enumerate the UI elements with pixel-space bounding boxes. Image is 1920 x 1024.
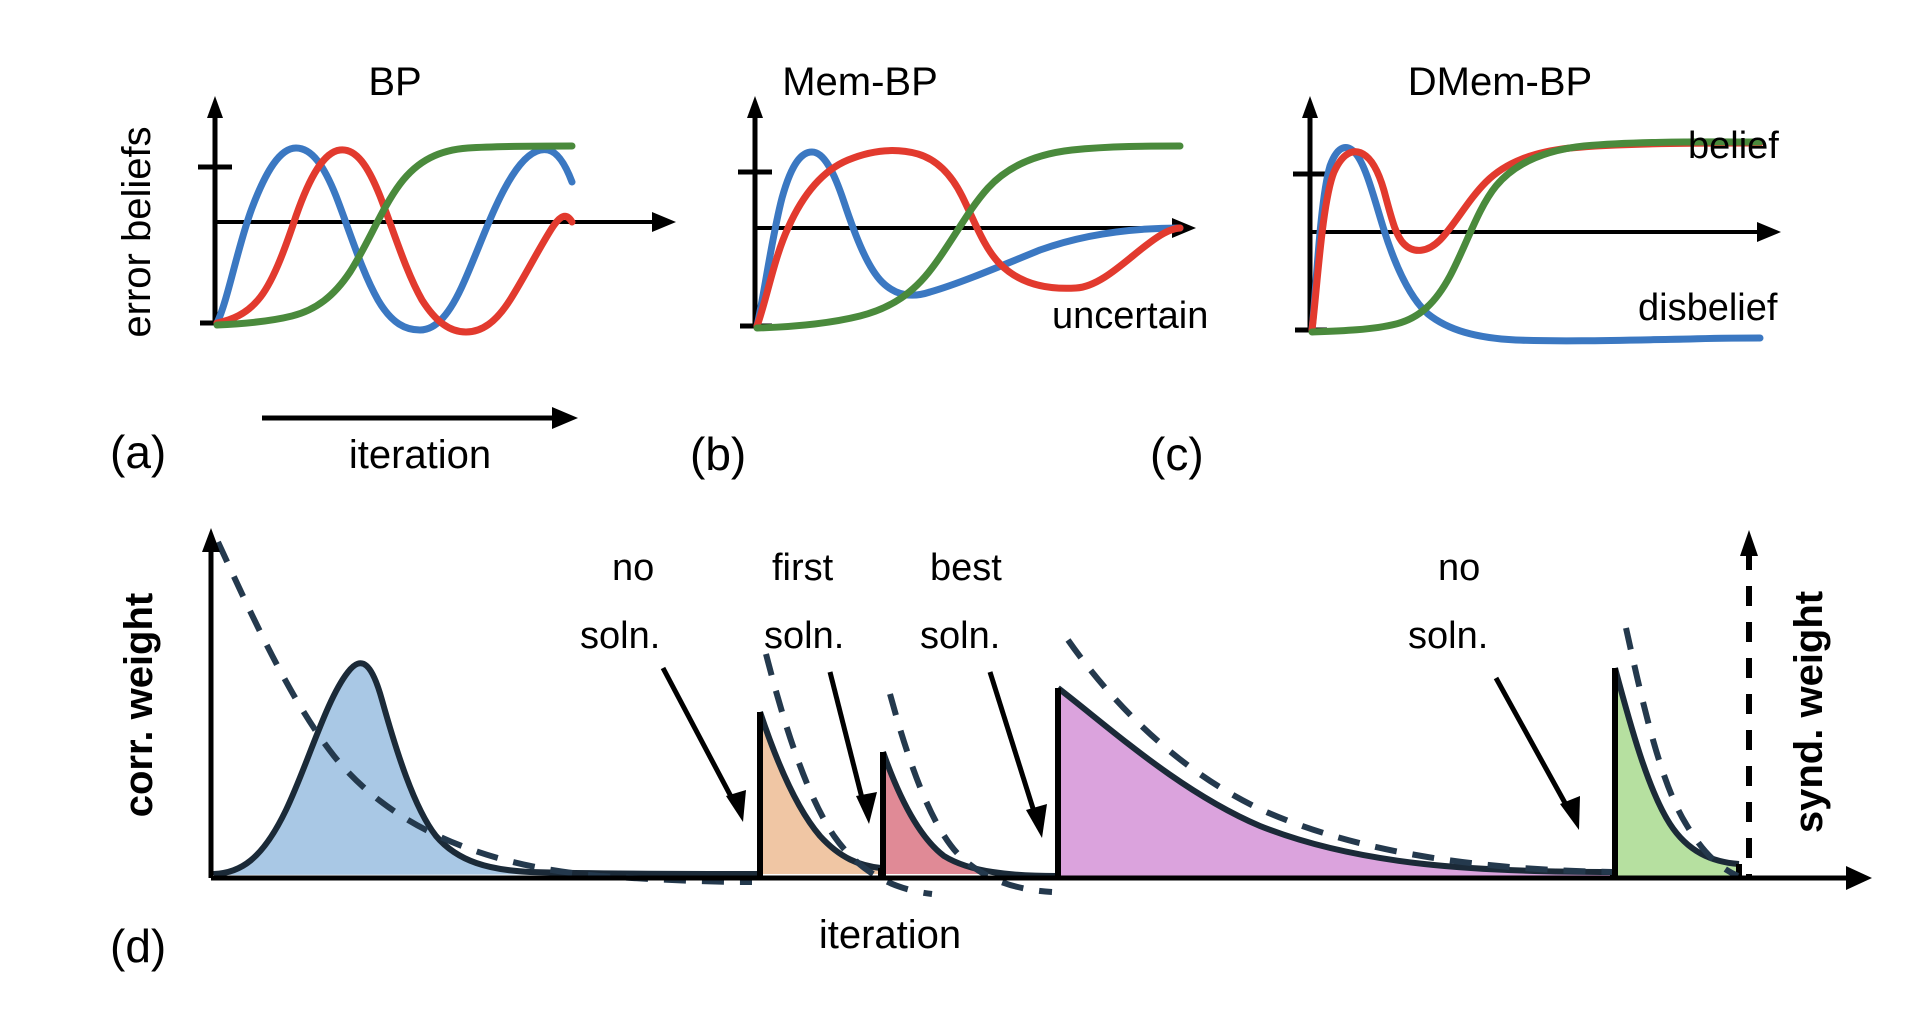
panel-b-curve-red [753, 147, 1184, 330]
panel-a-y-axis-label: error beliefs [115, 126, 159, 337]
panel-d-region-5-fill [1615, 668, 1739, 876]
panel-d-region-3-outline [880, 750, 1057, 879]
panel-c: DMem-BP belief disbelief (c) [1150, 60, 1781, 480]
panel-c-title: DMem-BP [1408, 60, 1592, 104]
panel-d-dash-2 [763, 653, 933, 897]
panel-b-uncertain-label: uncertain [1052, 295, 1208, 337]
panel-d-y-axis-right-label: synd. weight [1787, 591, 1831, 833]
panel-d-annotation-4-line1: no [1438, 547, 1480, 589]
panel-d-y-axis-left-arrowhead [202, 528, 220, 552]
panel-d-annotation-3-arrowhead [1026, 804, 1047, 838]
panel-d-annotation-2: first soln. [764, 547, 877, 824]
panel-d-annotation-3: best soln. [920, 547, 1047, 838]
panel-a-x-axis-arrowhead [652, 212, 676, 232]
panel-a: BP error beliefs iteration (a) [110, 60, 676, 478]
panel-d-annotation-1-line2: soln. [580, 615, 660, 657]
panel-d-annotation-3-line2: soln. [920, 615, 1000, 657]
panel-a-curve-blue [213, 144, 576, 334]
panel-d-y-axis-left-label: corr. weight [117, 593, 161, 818]
panel-c-curve-green [1308, 138, 1764, 336]
panel-d-annotation-2-line2: soln. [764, 615, 844, 657]
panel-a-iteration-arrowhead [552, 407, 578, 429]
panel-d-region-4-outline [1056, 685, 1614, 875]
panel-d-annotation-3-line1: best [930, 547, 1002, 589]
panel-a-curve-green [213, 142, 576, 329]
panel-d-y-axis-right-arrowhead [1740, 530, 1758, 556]
panel-d-annotation-1: no soln. [580, 547, 746, 822]
panel-a-x-axis-label: iteration [349, 433, 491, 477]
panel-b-curve-blue [753, 148, 1184, 330]
panel-d-dash-3 [887, 693, 1053, 895]
panel-d-annotation-1-arrowhead [726, 790, 746, 822]
panel-d-dash-4 [1065, 638, 1613, 875]
panel-d-region-1-fill [214, 663, 760, 875]
panel-d-x-axis-label: iteration [819, 913, 961, 957]
panel-c-belief-label: belief [1688, 125, 1779, 167]
panel-a-tag: (a) [110, 426, 166, 478]
panel-a-title: BP [368, 60, 421, 104]
panel-d-dash-5 [1623, 627, 1740, 879]
panel-b-title: Mem-BP [782, 60, 938, 104]
panel-d-annotation-4: no soln. [1408, 547, 1580, 830]
panel-d-annotation-4-line2: soln. [1408, 615, 1488, 657]
panel-d-region-4-fill [1058, 688, 1613, 876]
panel-d-annotation-2-arrowhead [856, 792, 877, 824]
panel-b: Mem-BP uncertain (b) [690, 60, 1208, 480]
panel-d-region-3-fill [883, 752, 1056, 876]
panel-d-annotation-3-arrow-line [987, 671, 1039, 819]
panel-c-x-axis-arrowhead [1757, 222, 1781, 242]
panel-d-annotation-2-arrow-line [827, 671, 867, 807]
panel-b-tag: (b) [690, 428, 746, 480]
panel-b-x-axis-arrowhead [1172, 218, 1196, 238]
panel-d-annotation-4-arrow-line [1493, 676, 1573, 814]
panel-a-y-axis-arrowhead [207, 96, 223, 118]
panel-a-curve-red [213, 146, 576, 336]
panel-c-curve-blue [1308, 144, 1764, 345]
panel-d-annotation-4-arrowhead [1560, 796, 1580, 830]
panel-d-tag: (d) [110, 920, 166, 972]
panel-c-disbelief-label: disbelief [1638, 287, 1778, 329]
panel-d-annotation-1-line1: no [612, 547, 654, 589]
panel-d-x-axis-arrowhead [1846, 866, 1872, 890]
panel-b-curve-green [753, 142, 1184, 332]
panel-b-y-axis-arrowhead [747, 96, 763, 118]
panel-d: corr. weight iteration synd. weight no s… [110, 528, 1872, 972]
panel-d-region-2-fill [760, 712, 881, 874]
panel-c-tag: (c) [1150, 428, 1204, 480]
panel-c-y-axis-arrowhead [1302, 96, 1318, 118]
panel-d-annotation-1-arrow-line [660, 666, 739, 808]
panel-d-annotation-2-line1: first [772, 547, 834, 589]
